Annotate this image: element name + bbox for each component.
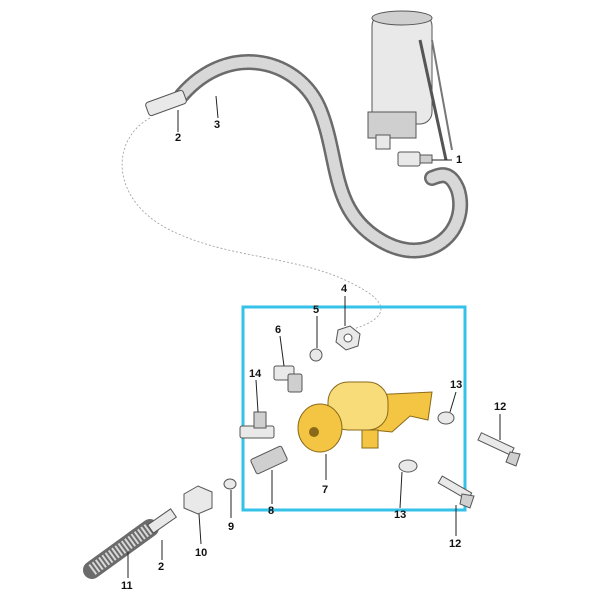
union-fitting: [397, 151, 433, 167]
leader-13b: [399, 471, 403, 509]
cap-nut: [335, 325, 361, 351]
pipe-nut: [183, 485, 213, 515]
pipe-end-top: [145, 89, 187, 117]
elbow-fitting: [273, 365, 303, 393]
washer-top: [437, 411, 455, 425]
leader-13a: [449, 391, 457, 413]
callout-2-top: 2: [175, 132, 181, 144]
callout-11: 11: [121, 580, 133, 592]
callout-6: 6: [275, 324, 281, 336]
callout-9: 9: [228, 521, 234, 533]
bolt-bottom: [437, 475, 475, 509]
leader-6: [279, 335, 285, 367]
callout-1: 1: [456, 154, 462, 166]
pipe-end-bottom: [146, 508, 178, 534]
callout-13-bottom: 13: [394, 509, 406, 521]
pressure-damper: [297, 381, 433, 453]
leader-10: [198, 513, 202, 545]
bolt-right: [477, 432, 521, 467]
callout-13-top: 13: [450, 379, 462, 391]
washer-bottom: [398, 459, 418, 473]
callout-5: 5: [313, 304, 319, 316]
highlight-box: [241, 305, 467, 512]
callout-14: 14: [249, 368, 262, 380]
leader-3: [215, 95, 219, 119]
callout-8: 8: [268, 505, 274, 517]
reservoir-cylinder: [367, 10, 453, 161]
corrugated-hose-highlight: [176, 56, 466, 256]
callout-12-bottom: 12: [449, 538, 461, 550]
callout-4: 4: [341, 283, 348, 295]
callout-2-bottom: 2: [158, 561, 164, 573]
lower-corrugated-hose: [83, 519, 159, 579]
tee-fitting: [239, 411, 275, 439]
seal-ring: [309, 348, 323, 362]
callout-3: 3: [214, 119, 220, 131]
ferrule: [223, 478, 237, 490]
threaded-adapter: [250, 445, 288, 475]
callout-10: 10: [195, 547, 207, 559]
callout-7: 7: [322, 484, 328, 496]
leader-14: [255, 379, 259, 413]
routing-dashed-line: [121, 117, 382, 331]
callout-12-right: 12: [494, 401, 506, 413]
